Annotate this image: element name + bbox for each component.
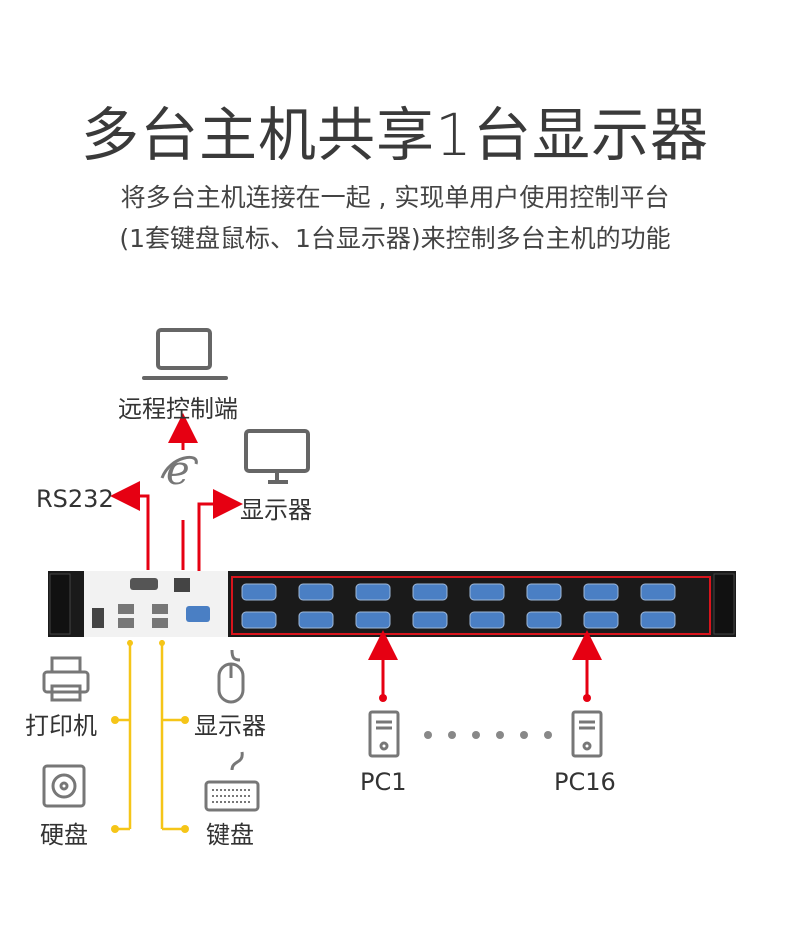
vga-port bbox=[355, 611, 391, 629]
harddisk-icon bbox=[42, 764, 86, 808]
ellipsis-dots bbox=[424, 731, 552, 739]
mouse-icon bbox=[217, 649, 245, 704]
printer-label: 打印机 bbox=[25, 712, 97, 740]
vga-port bbox=[583, 583, 619, 601]
pc1-label: PC1 bbox=[360, 768, 407, 796]
pc-tower-icon bbox=[571, 710, 603, 758]
vga-port bbox=[412, 583, 448, 601]
vga-port bbox=[640, 611, 676, 629]
vga-port bbox=[241, 583, 277, 601]
monitor-label: 显示器 bbox=[240, 496, 312, 524]
vga-port bbox=[412, 611, 448, 629]
laptop-icon bbox=[142, 328, 228, 380]
vga-port bbox=[298, 583, 334, 601]
vga-port bbox=[298, 611, 334, 629]
rs232-label: RS232 bbox=[36, 485, 114, 513]
keyboard-label: 键盘 bbox=[206, 821, 254, 849]
keyboard-icon bbox=[204, 751, 260, 812]
remote-control-label: 远程控制端 bbox=[118, 395, 238, 423]
subtitle-line-1: 将多台主机连接在一起 , 实现单用户使用控制平台 bbox=[120, 183, 670, 212]
vga-port bbox=[526, 583, 562, 601]
vga-port bbox=[640, 583, 676, 601]
pc16-label: PC16 bbox=[554, 768, 616, 796]
subtitle-line-2: (1套键盘鼠标、1台显示器)来控制多台主机的功能 bbox=[119, 224, 671, 253]
ie-browser-icon: e bbox=[160, 448, 198, 494]
kvm-switch-panel bbox=[48, 571, 736, 637]
vga-port bbox=[526, 611, 562, 629]
harddisk-label: 硬盘 bbox=[40, 821, 88, 849]
pc-tower-icon bbox=[368, 710, 400, 758]
vga-port bbox=[241, 611, 277, 629]
printer-icon bbox=[42, 656, 90, 702]
vga-port bbox=[583, 611, 619, 629]
page-title: 多台主机共享1台显示器 bbox=[81, 101, 709, 169]
vga-port bbox=[355, 583, 391, 601]
vga-port bbox=[469, 611, 505, 629]
monitor-icon bbox=[244, 429, 310, 484]
vga-port bbox=[469, 583, 505, 601]
svg-text:e: e bbox=[166, 448, 190, 494]
mouse-label: 显示器 bbox=[194, 712, 266, 740]
